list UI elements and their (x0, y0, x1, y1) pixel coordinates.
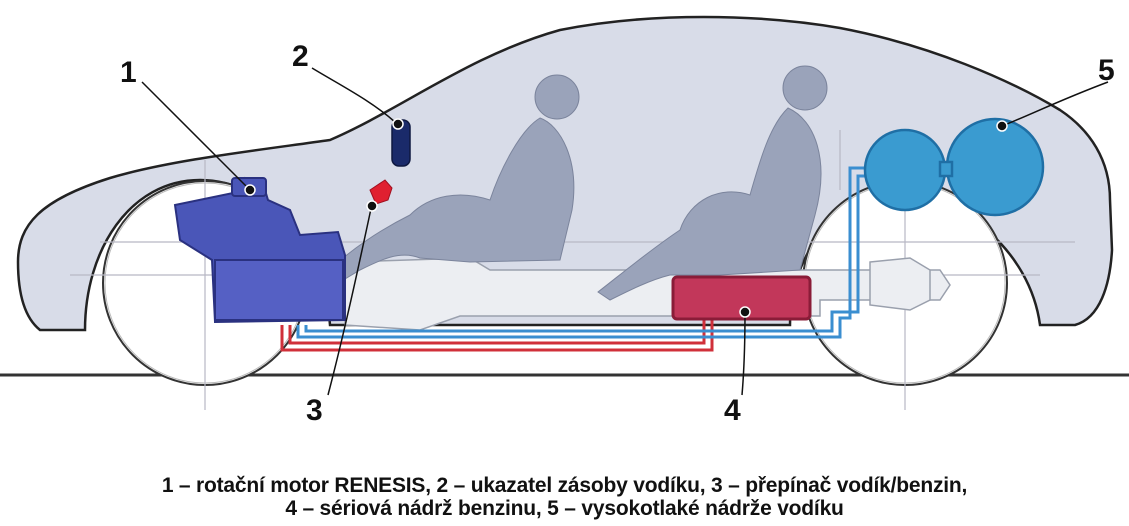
caption-line-1: 1 – rotační motor RENESIS, 2 – ukazatel … (0, 474, 1129, 498)
callout-2: 2 (292, 40, 309, 73)
callout-5: 5 (1098, 54, 1115, 87)
callout-1: 1 (120, 56, 137, 89)
caption-line-2: 4 – sériová nádrž benzinu, 5 – vysokotla… (0, 497, 1129, 521)
callout-4: 4 (724, 394, 741, 427)
callout-3: 3 (306, 394, 323, 427)
